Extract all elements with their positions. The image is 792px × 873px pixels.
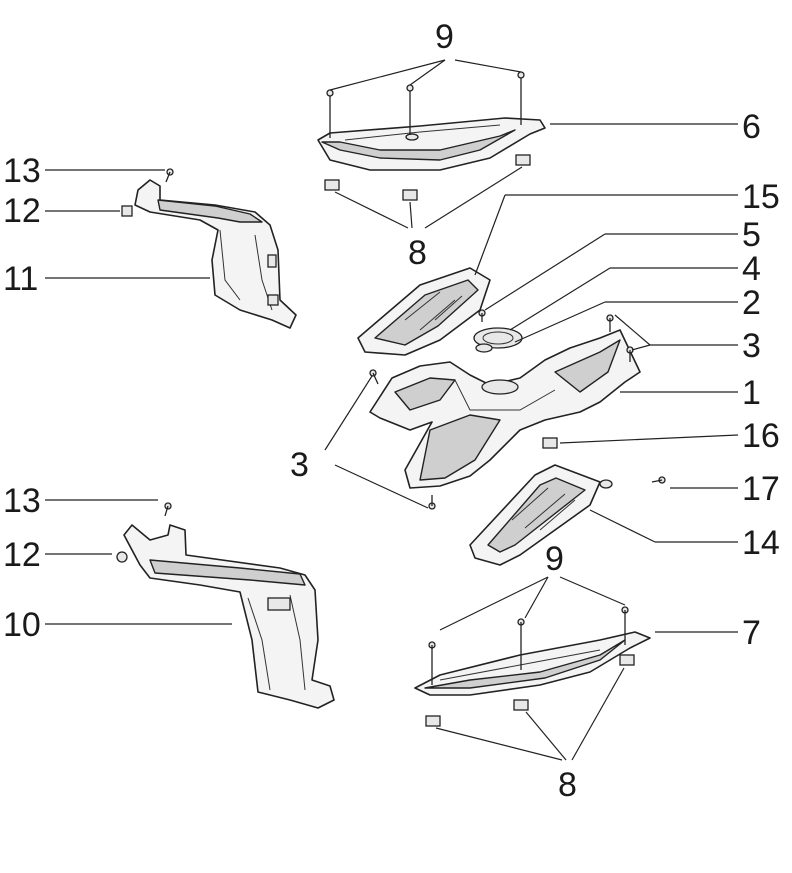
part-11-bracket xyxy=(134,179,297,329)
part-12-washer-bottom xyxy=(116,551,128,563)
part-8-clips-top xyxy=(324,154,531,201)
part-12-washer-top xyxy=(121,205,133,217)
label-7: 7 xyxy=(742,614,761,652)
part-8-clips-bottom xyxy=(425,654,635,727)
label-6: 6 xyxy=(742,108,761,146)
part-1-main-panel xyxy=(369,329,641,489)
part-15-duct xyxy=(357,267,491,356)
label-13-bottom: 13 xyxy=(3,482,41,520)
label-14: 14 xyxy=(742,524,780,562)
part-6-top-cover xyxy=(317,117,546,171)
part-13-screw-bottom xyxy=(164,502,172,517)
label-1: 1 xyxy=(742,374,761,412)
part-17-screw xyxy=(599,476,666,489)
part-13-screw-top xyxy=(165,168,174,183)
part-9-screws-bottom xyxy=(428,606,629,685)
part-16-clip xyxy=(542,437,558,449)
label-3-right: 3 xyxy=(742,327,761,365)
label-2: 2 xyxy=(742,284,761,322)
label-4: 4 xyxy=(742,250,761,288)
label-9-top: 9 xyxy=(435,18,454,56)
part-10-bracket xyxy=(123,524,335,709)
label-13-top: 13 xyxy=(3,152,41,190)
part-5-screw xyxy=(478,309,486,322)
label-16: 16 xyxy=(742,417,780,455)
part-number-labels: 9 6 13 12 15 5 8 4 11 2 3 1 16 3 17 13 1… xyxy=(3,18,780,804)
label-5: 5 xyxy=(742,216,761,254)
part-4-ring xyxy=(473,327,523,349)
label-12-top: 12 xyxy=(3,192,41,230)
label-12-bottom: 12 xyxy=(3,536,41,574)
label-15: 15 xyxy=(742,178,780,216)
part-3-screws xyxy=(369,314,634,510)
label-17: 17 xyxy=(742,470,780,508)
label-10: 10 xyxy=(3,606,41,644)
label-3-left: 3 xyxy=(290,446,309,484)
label-11: 11 xyxy=(3,260,38,298)
label-8-bottom: 8 xyxy=(558,766,577,804)
part-14-duct xyxy=(469,464,601,566)
part-9-screws-top xyxy=(326,71,525,138)
part-2-gasket xyxy=(475,343,493,353)
leader-lines xyxy=(45,59,739,761)
label-8-top: 8 xyxy=(408,234,427,272)
label-9-bottom: 9 xyxy=(545,540,564,578)
